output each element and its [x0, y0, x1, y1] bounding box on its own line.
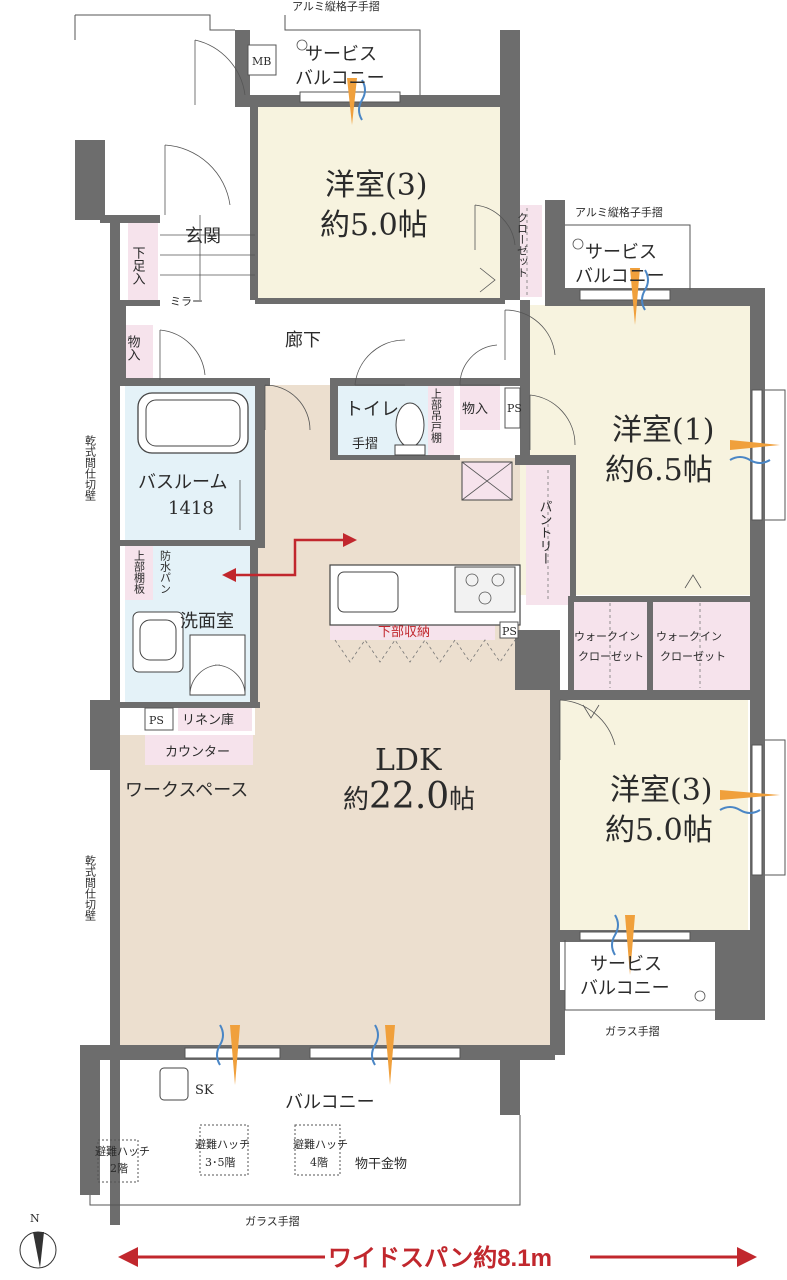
toilet-label: トイレ	[345, 399, 399, 420]
kitchen-storage-fill	[330, 622, 495, 640]
glass-rail-right-label: ガラス手摺	[605, 1024, 660, 1038]
linen-fill	[178, 707, 252, 731]
bathroom-name: バスルーム	[138, 472, 227, 493]
washing-machine-icon	[189, 634, 246, 696]
lower-storage-label: 下部収納	[378, 625, 430, 640]
dry-wall-1-label: 乾式間仕切壁	[84, 435, 97, 501]
airflow-icon	[216, 78, 780, 1085]
upper-shelf-fill	[125, 545, 153, 600]
walkin-2-line1: ウォークイン	[656, 630, 722, 643]
rail-right-label: アルミ縦格子手摺	[575, 205, 663, 219]
ps-1-label: PS	[507, 402, 522, 415]
room-3-top-name: 洋室(3)	[325, 168, 428, 203]
upper-cabinet-fill	[428, 385, 454, 457]
counter-label: カウンター	[165, 745, 230, 760]
hallway-label: 廊下	[285, 330, 321, 351]
room-1-size: 約6.5帖	[605, 453, 713, 488]
shoe-box-label: 下足入	[130, 246, 146, 285]
mb-label: MB	[252, 55, 271, 68]
bathtub-icon	[137, 392, 249, 454]
sk-label: SK	[195, 1083, 214, 1098]
ldk-floor	[120, 385, 550, 1050]
hatch-3-line2: 4階	[310, 1155, 328, 1169]
kitchen-cabinet-doors	[334, 639, 516, 663]
hatch-1-line2: 2階	[110, 1161, 128, 1175]
mirror-label: ミラー	[170, 295, 203, 308]
dry-wall-2-label: 乾式間仕切壁	[84, 855, 97, 921]
wide-span-label: ワイドスパン約8.1m	[328, 1244, 552, 1272]
entrance-fill	[160, 215, 255, 303]
closet-label: クローゼット	[516, 212, 529, 278]
wide-span-banner: ワイドスパン約8.1m	[118, 1244, 757, 1272]
entrance-label: 玄関	[185, 226, 221, 247]
service-balcony-1-line2: バルコニー	[295, 68, 385, 89]
hatch-1-line1: 避難ハッチ	[95, 1144, 150, 1158]
waterproof-pan-label: 防水パン	[159, 549, 172, 594]
counter-fill	[145, 735, 253, 765]
storage-2-label: 物入	[462, 402, 488, 417]
room-3-right-size: 約5.0帖	[605, 813, 713, 848]
entrance-steps	[160, 215, 255, 300]
pantry-label: パントリー	[537, 500, 553, 565]
room-1-name: 洋室(1)	[612, 413, 715, 448]
door-swing-icon	[194, 39, 246, 105]
north-compass-icon: N	[19, 1212, 57, 1269]
pantry-shelves	[461, 461, 513, 501]
ldk-size: 約22.0帖	[343, 776, 475, 817]
walkin-2-line2: クローゼット	[660, 650, 726, 663]
walkin-1-line1: ウォークイン	[574, 630, 640, 643]
ps-3-label: PS	[149, 714, 164, 727]
balcony-label: バルコニー	[285, 1092, 375, 1113]
hatch-3-line1: 避難ハッチ	[293, 1137, 348, 1151]
storage-1-label: 物入	[125, 335, 141, 361]
storage-2-fill	[460, 385, 500, 430]
upper-cabinet-label: 上部吊戸棚	[430, 388, 443, 444]
rail-top-label: アルミ縦格子手摺	[292, 0, 380, 13]
hatch-2-line1: 避難ハッチ	[195, 1137, 250, 1151]
washroom-label: 洗面室	[180, 611, 234, 632]
workspace-label: ワークスペース	[125, 780, 248, 801]
sink-icon	[132, 611, 184, 673]
linen-label: リネン庫	[182, 713, 234, 728]
rails	[74, 14, 786, 1206]
toilet-icon	[394, 402, 426, 456]
glass-rail-bottom-label: ガラス手摺	[245, 1214, 300, 1228]
walkin-2-fill	[652, 600, 750, 690]
service-balcony-3-line2: バルコニー	[580, 978, 670, 999]
svg-text:N: N	[30, 1212, 40, 1225]
balcony-hatches	[97, 1067, 341, 1183]
room-3-right-fill	[560, 700, 748, 930]
walkin-1-fill	[572, 600, 647, 690]
ldk-size-suffix: 帖	[449, 785, 475, 815]
circulation-arrow	[222, 533, 357, 582]
room-3-right-name: 洋室(3)	[610, 773, 713, 808]
service-balcony-2-line1: サービス	[585, 242, 657, 263]
room-3-top-fill	[255, 106, 500, 298]
upper-shelf-label: 上部棚板	[133, 550, 146, 595]
ldk-size-prefix: 約	[343, 785, 369, 815]
ps-2-label: PS	[502, 625, 517, 638]
walkin-1-line2: クローゼット	[578, 650, 644, 663]
doors	[159, 39, 702, 760]
service-balcony-1-line1: サービス	[305, 44, 377, 65]
ldk-size-value: 22.0	[369, 776, 449, 817]
handrail-label: 手摺	[352, 437, 378, 452]
service-balcony-2-line2: バルコニー	[575, 266, 665, 287]
hallway-fill	[160, 300, 505, 382]
stove-icon	[454, 566, 516, 613]
storage-1-fill	[125, 325, 153, 380]
laundry-label: 物干金物	[355, 1156, 407, 1172]
closet-hangers	[526, 208, 701, 688]
shoe-box-fill	[128, 220, 158, 300]
bathroom-size: 1418	[168, 498, 214, 519]
hatch-2-line2: 3･5階	[205, 1155, 236, 1169]
service-balcony-3-line1: サービス	[590, 954, 662, 975]
ldk-name: LDK	[375, 743, 442, 778]
room-3-top-size: 約5.0帖	[320, 208, 428, 243]
